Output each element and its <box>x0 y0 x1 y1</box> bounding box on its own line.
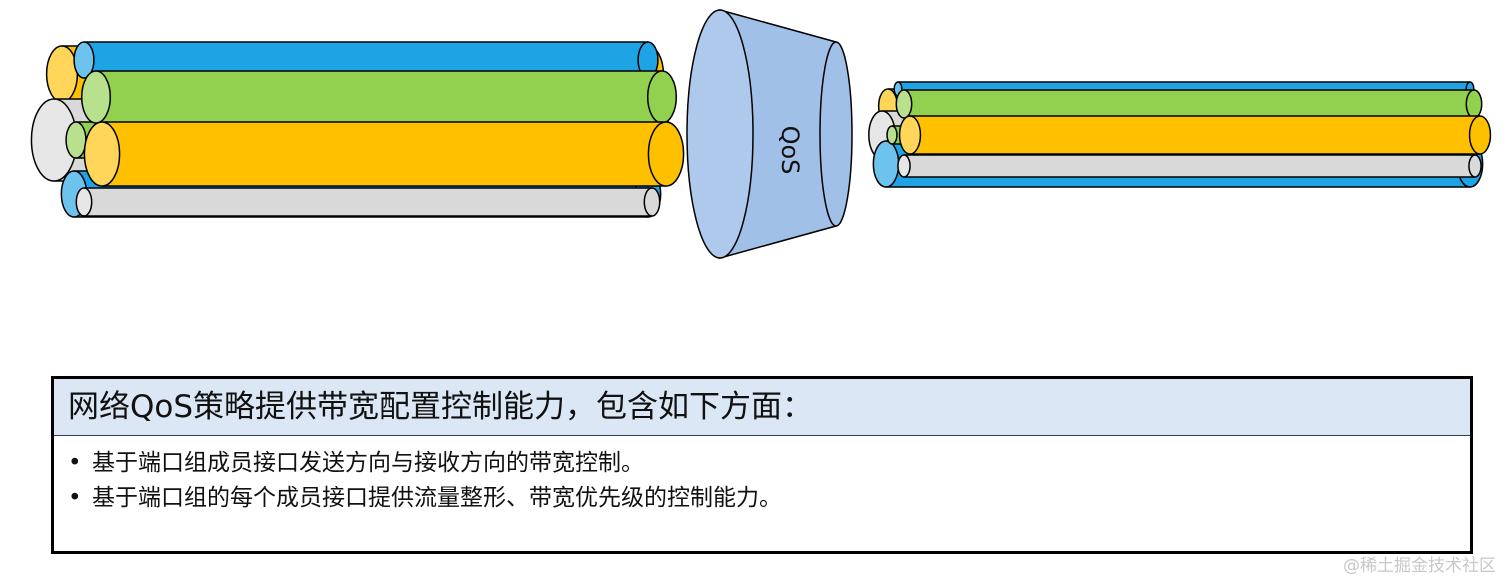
bullet-icon: • <box>68 485 82 511</box>
cable-gray <box>75 187 661 217</box>
cable-blue-back-face <box>872 140 900 188</box>
qos-funnel: QoS <box>686 9 853 259</box>
cable-gray-end <box>1468 154 1482 178</box>
cable-blue-face <box>73 41 95 79</box>
cable-green-face <box>80 70 112 124</box>
list-item: • 基于端口组的每个成员接口提供流量整形、带宽优先级的控制能力。 <box>68 481 1470 516</box>
cable-gray-face <box>897 154 911 178</box>
list-item: • 基于端口组成员接口发送方向与接收方向的带宽控制。 <box>68 446 1470 481</box>
cable-yellow-end <box>1468 115 1492 155</box>
cable-green <box>80 70 678 124</box>
qos-bandwidth-diagram: QoS <box>30 9 1492 259</box>
info-box-list: • 基于端口组成员接口发送方向与接收方向的带宽控制。 • 基于端口组的每个成员接口提… <box>54 436 1470 516</box>
cable-gray-face <box>75 187 93 217</box>
cable-green-small-face <box>65 121 87 159</box>
cable-yellow-body <box>102 122 666 186</box>
cable-yellow-body <box>910 116 1480 154</box>
cable-gray-body <box>904 155 1475 177</box>
list-item-text: 基于端口组的每个成员接口提供流量整形、带宽优先级的控制能力。 <box>92 485 782 511</box>
bullet-icon: • <box>68 450 82 476</box>
watermark: @稀土掘金技术社区 <box>1343 556 1496 576</box>
info-box-heading: 网络QoS策略提供带宽配置控制能力，包含如下方面： <box>54 379 1470 436</box>
input-cable-bundle <box>30 41 685 218</box>
info-box: 网络QoS策略提供带宽配置控制能力，包含如下方面： • 基于端口组成员接口发送方向… <box>51 376 1473 554</box>
cable-green <box>895 89 1483 119</box>
cable-gray <box>897 154 1482 178</box>
cable-green-end <box>646 70 678 124</box>
cable-green-body <box>904 90 1474 118</box>
cable-yellow-face <box>83 121 121 187</box>
cable-yellow-end <box>647 121 685 187</box>
cable-gray-end <box>643 187 661 217</box>
list-item-text: 基于端口组成员接口发送方向与接收方向的带宽控制。 <box>92 450 644 476</box>
cable-green-face <box>895 89 913 119</box>
qos-label: QoS <box>776 126 804 175</box>
cable-green-small-face <box>886 125 898 145</box>
cable-yellow <box>898 115 1492 155</box>
cable-yellow <box>83 121 685 187</box>
cable-green-end <box>1465 89 1483 119</box>
funnel-face <box>686 9 754 259</box>
output-cable-bundle <box>868 81 1492 188</box>
cable-yellow-back-face <box>45 45 79 103</box>
cable-green-body <box>96 71 662 123</box>
cable-gray-body <box>84 188 652 216</box>
funnel-back <box>819 41 853 227</box>
cable-yellow-face <box>898 115 922 155</box>
